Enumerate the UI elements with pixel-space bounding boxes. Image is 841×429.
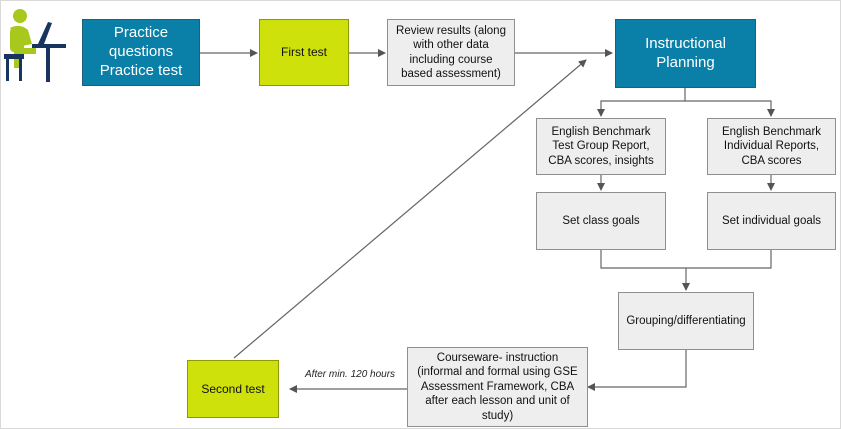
node-planning: Instructional Planning bbox=[615, 19, 756, 88]
node-practice-label: Practice questions Practice test bbox=[99, 24, 183, 79]
node-group-report: English Benchmark Test Group Report, CBA… bbox=[536, 118, 666, 175]
arrow-planning-split-right bbox=[685, 100, 775, 117]
node-practice: Practice questions Practice test bbox=[82, 19, 200, 86]
node-individual-report: English Benchmark Individual Reports, CB… bbox=[707, 118, 836, 175]
node-planning-label: Instructional Planning bbox=[645, 34, 726, 71]
node-group-report-label: English Benchmark Test Group Report, CBA… bbox=[548, 125, 654, 167]
node-second-test-label: Second test bbox=[201, 381, 265, 396]
node-first-test: First test bbox=[259, 19, 349, 86]
arrow-second-to-planning bbox=[233, 59, 587, 359]
node-individual-goals-label: Set individual goals bbox=[721, 214, 822, 227]
node-first-test-label: First test bbox=[280, 45, 327, 59]
node-individual-goals: Set individual goals bbox=[707, 192, 836, 250]
edge-label-120-hours: After min. 120 hours bbox=[305, 369, 396, 380]
node-second-test: Second test bbox=[187, 360, 279, 418]
student-at-computer-icon bbox=[4, 9, 66, 82]
node-individual-report-label: English Benchmark Individual Reports, CB… bbox=[721, 125, 822, 167]
node-courseware-label: Courseware- instruction (informal and fo… bbox=[417, 352, 578, 422]
node-courseware: Courseware- instruction (informal and fo… bbox=[407, 347, 588, 427]
node-review-label: Review results (along with other data in… bbox=[396, 24, 506, 80]
node-grouping: Grouping/differentiating bbox=[618, 292, 754, 350]
node-class-goals-label: Set class goals bbox=[562, 214, 640, 227]
arrow-grouping-to-courseware bbox=[587, 350, 687, 391]
node-grouping-label: Grouping/differentiating bbox=[626, 314, 746, 327]
node-class-goals: Set class goals bbox=[536, 192, 666, 250]
node-review: Review results (along with other data in… bbox=[387, 19, 515, 86]
merge-line bbox=[600, 250, 772, 269]
arrow-planning-split bbox=[597, 88, 686, 117]
